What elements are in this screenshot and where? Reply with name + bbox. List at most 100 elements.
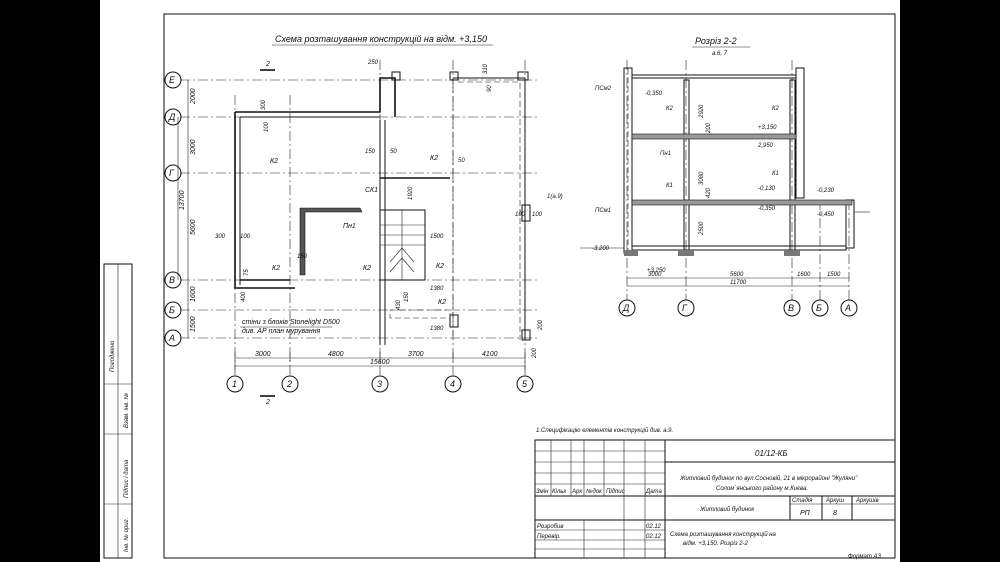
section-psm2: ПСм2 <box>595 86 612 92</box>
drawing-canvas: Погоджено Інв. № ориг. Підпис і дата Вза… <box>103 13 896 560</box>
svg-text:К1: К1 <box>772 171 779 177</box>
svg-text:+3,150: +3,150 <box>758 125 777 131</box>
svg-text:Перевір.: Перевір. <box>537 534 561 540</box>
plan-dim-left-total: 13700 <box>179 190 186 210</box>
svg-text:1: 1 <box>232 379 237 389</box>
sheet-name-1: Схема розташування конструкцій на <box>670 531 777 538</box>
plan-label-k2-c: К2 <box>430 155 438 162</box>
svg-text:+3,250: +3,250 <box>647 268 666 274</box>
svg-text:2500: 2500 <box>699 221 705 236</box>
svg-text:3080: 3080 <box>699 171 705 185</box>
plan-dim-4: 4100 <box>482 351 498 358</box>
plan-dim-left-3: 5600 <box>190 219 197 235</box>
svg-text:Стадія: Стадія <box>792 498 813 504</box>
plan-dim-left-1: 2000 <box>190 88 197 105</box>
svg-text:50: 50 <box>458 158 465 164</box>
svg-text:300: 300 <box>215 234 226 240</box>
svg-text:Г: Г <box>169 168 175 178</box>
svg-text:Розробив: Розробив <box>537 524 564 530</box>
title-block: Змін Кільк Арк №док Підпис Дата Розробив… <box>534 439 896 559</box>
plan-dim-left-2: 3000 <box>190 139 197 155</box>
svg-text:Змін: Змін <box>536 489 549 495</box>
svg-text:Пн1: Пн1 <box>660 151 671 157</box>
plan-ref: 1(а.9) <box>547 194 563 200</box>
svg-text:420: 420 <box>706 187 712 198</box>
svg-text:Аркушів: Аркушів <box>855 498 879 504</box>
svg-text:5600: 5600 <box>730 272 744 278</box>
svg-text:50: 50 <box>390 149 397 155</box>
doc-code: 01/12-КБ <box>755 449 788 458</box>
svg-text:400: 400 <box>241 291 247 302</box>
section-title: Розріз 2-2 <box>695 36 737 46</box>
plan-dim-3: 3700 <box>408 351 424 358</box>
plan-dim-left-4: 1600 <box>190 286 197 302</box>
stamp-inv-orig: Інв. № ориг. <box>123 518 130 552</box>
section-subtitle: а.6, 7 <box>712 51 728 57</box>
svg-text:Д: Д <box>622 303 630 313</box>
plan-drawing: Схема розташування конструкцій на відм. … <box>164 34 563 406</box>
svg-text:75: 75 <box>244 269 250 276</box>
section-axes: Д Г В Б А <box>618 299 858 317</box>
svg-text:-0,350: -0,350 <box>758 206 776 212</box>
svg-text:150: 150 <box>297 254 308 260</box>
svg-text:310: 310 <box>483 63 489 74</box>
svg-text:2: 2 <box>286 379 292 389</box>
svg-text:100: 100 <box>532 212 543 218</box>
svg-text:250: 250 <box>367 60 379 66</box>
svg-text:5: 5 <box>522 379 528 389</box>
svg-text:Г: Г <box>682 303 688 313</box>
sheet-frame <box>163 13 896 559</box>
svg-text:Арк: Арк <box>571 489 583 495</box>
building-name: Житловий будинок <box>699 506 755 513</box>
sheet-name-2: відм. +3,150. Розріз 2-2 <box>683 541 749 547</box>
plan-label-k2-e: К2 <box>436 263 444 270</box>
plan-dim-2: 4800 <box>328 351 344 358</box>
svg-text:11700: 11700 <box>730 280 747 286</box>
svg-text:-0,350: -0,350 <box>645 91 663 97</box>
stamp-agreed: Погоджено <box>110 340 116 372</box>
plan-label-sk1: СК1 <box>365 187 378 194</box>
svg-text:-0,450: -0,450 <box>817 212 835 218</box>
svg-text:-0,230: -0,230 <box>817 188 835 194</box>
plan-label-k2-b: К2 <box>272 265 280 272</box>
section-psm1: ПСм1 <box>595 208 611 214</box>
svg-text:3: 3 <box>377 379 382 389</box>
svg-text:300: 300 <box>261 99 267 110</box>
svg-text:В: В <box>788 303 794 313</box>
svg-text:4: 4 <box>450 379 455 389</box>
svg-text:200: 200 <box>538 319 544 331</box>
svg-text:02.12: 02.12 <box>646 524 662 530</box>
svg-text:В: В <box>169 275 175 285</box>
plan-axis-letters: Е Д Г В Б А <box>164 71 182 347</box>
svg-text:Е: Е <box>169 75 176 85</box>
svg-text:-3,200: -3,200 <box>592 246 610 252</box>
svg-text:1600: 1600 <box>797 272 811 278</box>
svg-text:1500: 1500 <box>430 234 444 240</box>
svg-text:2,950: 2,950 <box>757 143 774 149</box>
plan-label-pn1: Пн1 <box>343 223 356 230</box>
svg-text:Б: Б <box>169 305 175 315</box>
plan-dim-left-5: 1500 <box>190 316 197 332</box>
svg-text:100: 100 <box>264 121 270 132</box>
plan-label-k2-d: К2 <box>363 265 371 272</box>
object-line-2: Солом`янського району м.Києва. <box>716 485 808 492</box>
svg-text:100: 100 <box>240 234 251 240</box>
object-line-1: Житловий будинок по вул.Сосновій, 21 в м… <box>679 475 858 482</box>
svg-text:№док: №док <box>586 488 603 495</box>
svg-text:-0,130: -0,130 <box>758 186 776 192</box>
plan-label-k2-a: К2 <box>270 158 278 165</box>
svg-text:1380: 1380 <box>430 326 444 332</box>
svg-text:К2: К2 <box>666 106 674 112</box>
plan-label-k2-f: К2 <box>438 299 446 306</box>
svg-text:К1: К1 <box>666 183 673 189</box>
svg-text:Д: Д <box>168 112 176 122</box>
section-drawing: Розріз 2-2 а.6, 7 ПСм2 ПСм1 К2 К2 Пн1 К1 <box>580 36 870 317</box>
plan-title: Схема розташування конструкцій на відм. … <box>275 34 487 44</box>
plan-section-mark-bottom: 2 <box>265 399 270 406</box>
svg-text:1380: 1380 <box>430 286 444 292</box>
svg-text:1500: 1500 <box>827 272 841 278</box>
side-stamp: Погоджено Інв. № ориг. Підпис і дата Вза… <box>103 263 133 559</box>
svg-text:100: 100 <box>515 212 526 218</box>
svg-text:Кільк: Кільк <box>552 489 567 495</box>
plan-dim-total: 15600 <box>370 359 390 366</box>
